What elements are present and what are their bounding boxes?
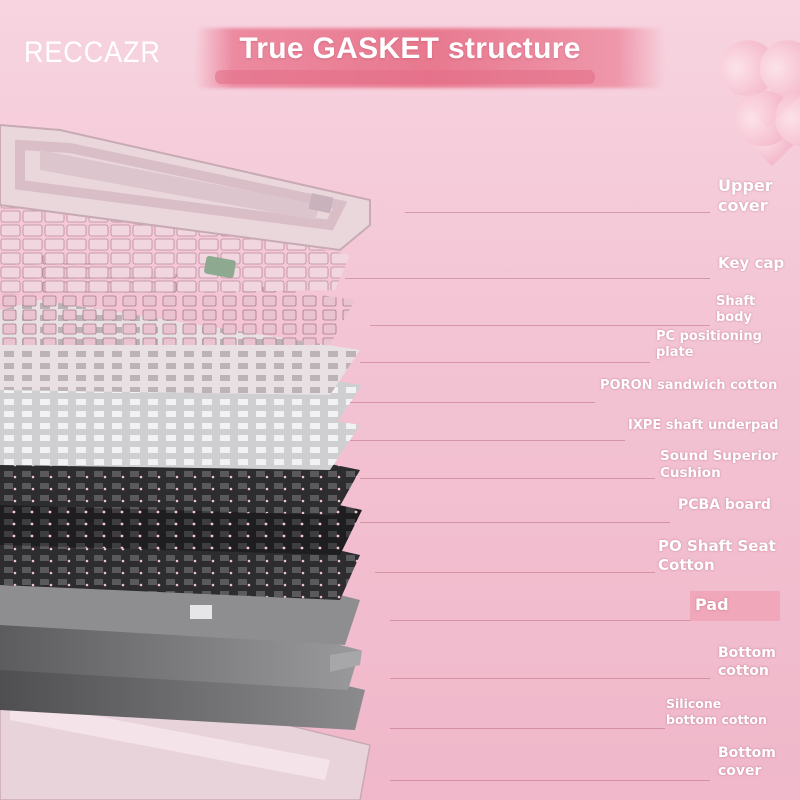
leader-line bbox=[390, 620, 690, 621]
leader-line bbox=[350, 440, 625, 441]
pad-label-highlight bbox=[690, 591, 780, 621]
label-poron: PORON sandwich cotton bbox=[600, 378, 778, 393]
label-pad: Pad bbox=[695, 595, 729, 614]
leader-line bbox=[350, 402, 595, 403]
leader-line bbox=[345, 278, 710, 279]
label-bottom-cotton: Bottom cotton bbox=[718, 645, 776, 679]
label-pc-plate: PC positioning plate bbox=[656, 329, 762, 361]
diagram-title: True GASKET structure bbox=[239, 32, 581, 65]
label-bottom-cover: Bottom cover bbox=[718, 745, 776, 779]
label-sound-cushion: Sound Superior Cushion bbox=[660, 448, 778, 481]
leader-line bbox=[360, 522, 670, 523]
leader-line bbox=[390, 780, 710, 781]
label-po-shaft-seat: PO Shaft Seat Cotton bbox=[658, 537, 776, 574]
leader-line bbox=[405, 212, 710, 213]
label-pcba: PCBA board bbox=[678, 497, 771, 513]
label-ixpe: IXPE shaft underpad bbox=[628, 418, 779, 433]
upper-cover-layer bbox=[0, 123, 371, 252]
leader-line bbox=[375, 572, 655, 573]
leader-line bbox=[360, 362, 650, 363]
label-shaft-body: Shaft body bbox=[716, 294, 756, 326]
keycap-layer bbox=[0, 195, 350, 295]
leader-line bbox=[360, 478, 655, 479]
leader-line bbox=[390, 678, 710, 679]
label-key-cap: Key cap bbox=[718, 254, 785, 272]
label-upper-cover: Upper cover bbox=[718, 176, 773, 215]
label-silicone: Silicone bottom cotton bbox=[666, 696, 767, 727]
leader-line bbox=[370, 325, 710, 326]
title-brush-stroke-accent bbox=[215, 70, 595, 84]
leader-line bbox=[390, 728, 665, 729]
brand-logo: RECCAZR bbox=[24, 36, 161, 69]
